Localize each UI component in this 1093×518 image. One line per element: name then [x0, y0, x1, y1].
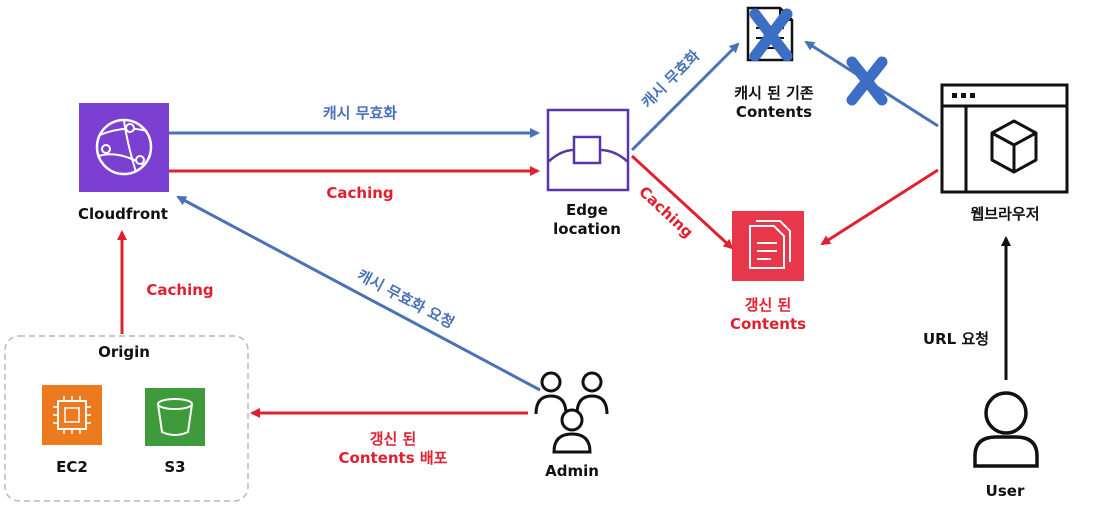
edge-location-icon: [546, 108, 630, 192]
users-icon: [534, 371, 609, 454]
origin-group-box: [4, 335, 249, 502]
s3-label: S3: [164, 458, 186, 476]
updated-contents-label: 갱신 된 Contents: [729, 296, 807, 333]
arrow-edge-to-updated: [630, 154, 734, 250]
cloudfront-icon: [79, 103, 169, 192]
edge-label-origin-caching: Caching: [146, 281, 214, 299]
ec2-label: EC2: [56, 458, 88, 476]
browser-window-icon: [940, 83, 1069, 194]
admin-label: Admin: [545, 462, 599, 480]
x-mark-icon: [846, 56, 888, 106]
edge-label-caching: Caching: [326, 184, 394, 202]
documents-icon: [732, 211, 804, 281]
s3-bucket-icon: [145, 388, 205, 446]
origin-label: Origin: [98, 343, 150, 361]
edge-label-url-request: URL 요청: [922, 330, 990, 348]
ec2-chip-icon: [42, 385, 102, 445]
cloudfront-label: Cloudfront: [78, 205, 168, 223]
edge-label-invalidate: 캐시 무효화: [322, 104, 398, 122]
arrow-edge-to-cached: [630, 42, 740, 152]
cached-contents-label: 캐시 된 기존 Contents: [734, 84, 814, 121]
user-icon: [973, 391, 1039, 468]
user-label: User: [985, 482, 1025, 500]
x-mark-icon: [749, 8, 793, 62]
browser-label: 웹브라우저: [970, 205, 1040, 223]
edge-location-label: Edge location: [553, 201, 621, 238]
arrow-browser-to-updated: [820, 168, 939, 246]
arrow-admin-to-cf: [176, 195, 541, 392]
edge-label-deploy: 갱신 된 Contents 배포: [338, 430, 448, 467]
